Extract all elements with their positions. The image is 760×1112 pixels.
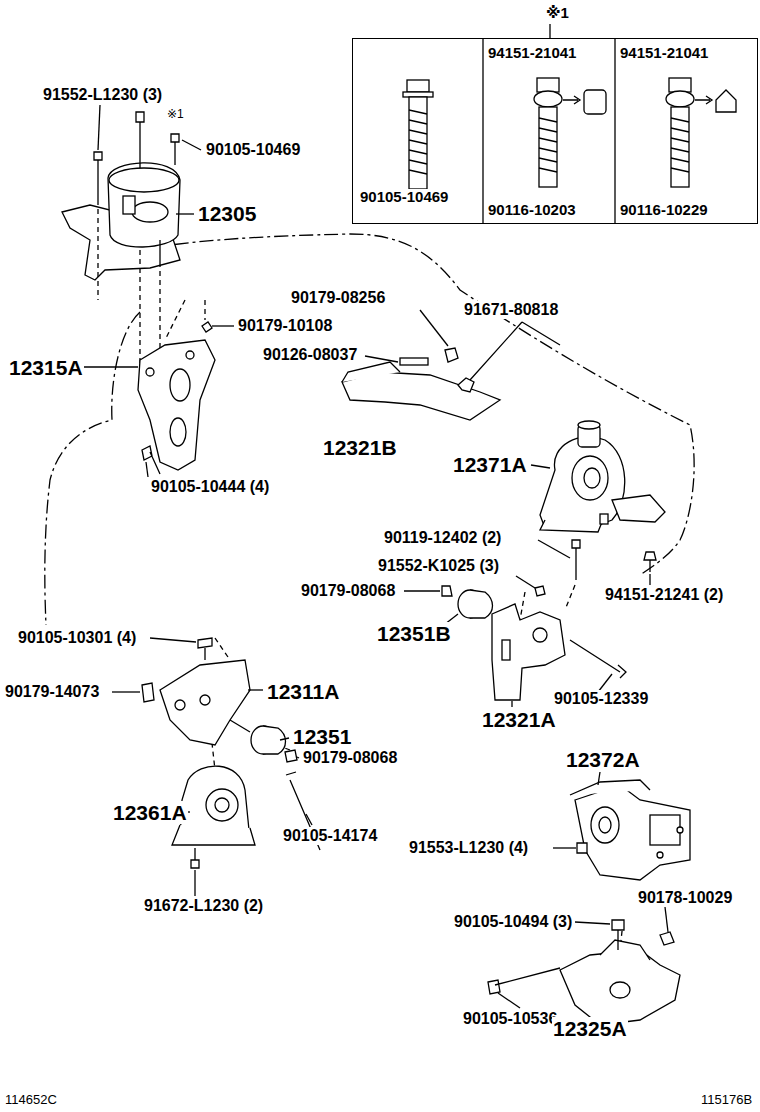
- alignment-line: [98, 200, 623, 950]
- callout-number: ※1: [545, 5, 570, 22]
- callout-number: 115176B: [700, 1093, 753, 1107]
- table-divider: [482, 38, 483, 224]
- callout-number: 90119-12402 (2): [383, 529, 502, 547]
- callout-number: 90116-10229: [619, 202, 709, 219]
- callout-number: 90105-10469: [205, 141, 301, 159]
- part-number: 12372A: [565, 748, 641, 771]
- callout-number: 90179-10108: [237, 317, 333, 335]
- callout-number: 90116-10203: [487, 202, 577, 219]
- callout-number: 90105-10494 (3): [453, 913, 573, 931]
- callout-number: 90105-10469: [359, 189, 449, 206]
- bracket: [138, 322, 215, 474]
- callout-number: 94151-21041: [487, 45, 577, 62]
- engine-outline: [150, 234, 694, 575]
- callout-number: 90105-10301 (4): [17, 629, 137, 647]
- part-number: 12305: [197, 202, 257, 225]
- callout-number: 91552-L1230 (3): [42, 86, 163, 104]
- callout-number: 91553-L1230 (4): [408, 839, 529, 857]
- callout-number: 114652C: [4, 1093, 58, 1107]
- callout-number: 90126-08037: [262, 346, 358, 364]
- engine-mount: [62, 112, 180, 280]
- bracket: [342, 348, 500, 420]
- callout-number: 90178-10029: [637, 889, 733, 907]
- leader-line: [74, 105, 668, 1008]
- engine-mount: [570, 780, 690, 880]
- bolt-symbol: [403, 78, 736, 189]
- callout-number: 91671-80818: [463, 301, 559, 319]
- callout-number: 91672-L1230 (2): [143, 897, 264, 915]
- bracket: [442, 586, 626, 700]
- callout-number: 90179-08068: [302, 749, 398, 767]
- detail-box: ※194151-2104194151-2104190105-1046990116…: [352, 38, 758, 224]
- part-number: 12361A: [112, 801, 188, 824]
- callout-number: 90179-08068: [300, 582, 396, 600]
- part-number: 12351: [292, 725, 352, 748]
- callout-number: 94151-21241 (2): [604, 586, 724, 604]
- part-number: 12325A: [552, 1017, 628, 1040]
- table-divider: [614, 38, 615, 224]
- callout-number: 94151-21041: [619, 45, 709, 62]
- callout-number: 90105-10536: [462, 1010, 558, 1028]
- part-number: 12321B: [322, 436, 398, 459]
- callout-number: 91552-K1025 (3): [377, 557, 500, 575]
- part-number: 12351B: [376, 622, 452, 645]
- part-number: 12315A: [8, 356, 84, 379]
- callout-number: 90179-08256: [290, 289, 386, 307]
- engine-mount: [540, 421, 665, 580]
- callout-number: 90105-12339: [553, 690, 649, 708]
- callout-number: 90105-10444 (4): [150, 478, 270, 496]
- part-number: 12371A: [452, 453, 528, 476]
- part-number: 12311A: [266, 680, 340, 703]
- callout-number: ※1: [166, 108, 185, 121]
- callout-number: 90105-14174: [282, 827, 378, 845]
- callout-number: 90179-14073: [4, 683, 100, 701]
- bracket-line: [549, 24, 550, 38]
- part-number: 12321A: [481, 708, 557, 731]
